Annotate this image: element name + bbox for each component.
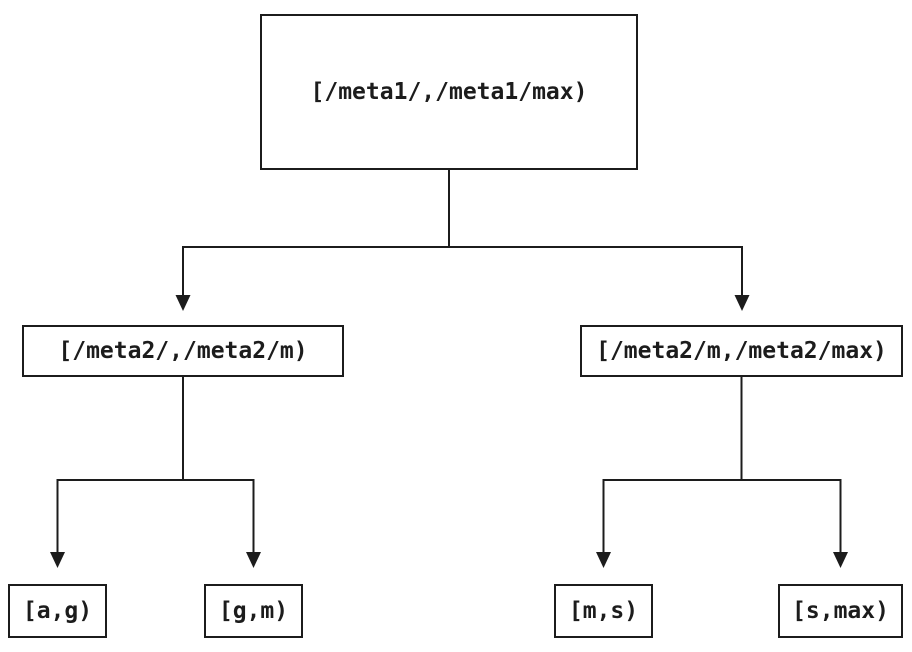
node-meta2-right-range: [/meta2/m,/meta2/max) <box>580 325 903 377</box>
arrowhead-to-leaf-smax <box>833 552 848 568</box>
node-leaf-g-m: [g,m) <box>204 584 303 638</box>
arrowhead-to-leaf-gm <box>246 552 261 568</box>
node-label: [m,s) <box>568 598 639 624</box>
node-label: [/meta2/m,/meta2/max) <box>596 338 887 364</box>
node-meta1-range: [/meta1/,/meta1/max) <box>260 14 638 170</box>
arrowhead-to-leaf-ag <box>50 552 65 568</box>
node-label: [g,m) <box>218 598 289 624</box>
node-leaf-s-max: [s,max) <box>778 584 903 638</box>
arrowhead-to-leaf-ms <box>596 552 611 568</box>
node-label: [s,max) <box>792 598 889 624</box>
node-label: [a,g) <box>22 598 93 624</box>
node-leaf-a-g: [a,g) <box>8 584 107 638</box>
node-meta2-left-range: [/meta2/,/meta2/m) <box>22 325 344 377</box>
node-leaf-m-s: [m,s) <box>554 584 653 638</box>
node-label: [/meta1/,/meta1/max) <box>310 79 588 105</box>
arrowhead-to-right-node <box>734 295 750 311</box>
arrowhead-to-left-node <box>175 295 191 311</box>
node-label: [/meta2/,/meta2/m) <box>58 338 308 364</box>
